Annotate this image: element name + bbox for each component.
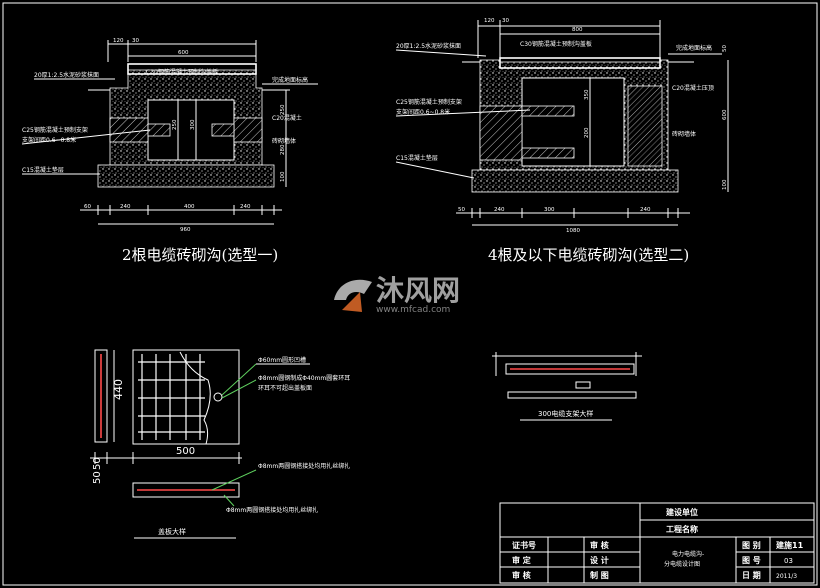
label-a-bracket: C25钢筋混凝土预制支架 <box>22 126 88 134</box>
dim-b-240-left: 240 <box>494 207 505 213</box>
cover-plate-detail: 440 Φ60mm圆形凹槽 Φ8mm圆钢制成Φ40mm圆套环耳 环耳不可超出盖板… <box>90 349 350 539</box>
dim-b-200-inner: 200 <box>584 127 590 138</box>
label-a-c15: C15混凝土垫层 <box>22 166 64 174</box>
tb-row3-a: 审 核 <box>512 570 531 580</box>
dim-a-960: 960 <box>180 227 191 233</box>
label-b-mortar: 20厚1:2.5水泥砂浆抹面 <box>396 42 461 50</box>
dim-b-1080: 1080 <box>566 228 580 234</box>
note-groove: Φ60mm圆形凹槽 <box>258 356 306 364</box>
dim-b-300-bottom: 300 <box>544 207 555 213</box>
dim-b-350-inner: 350 <box>584 89 590 100</box>
dim-a-250-inner: 250 <box>172 119 178 130</box>
label-b-brick: 砖砌墙体 <box>672 130 696 138</box>
dim-cover-50-b: 50 <box>92 471 103 484</box>
title-a: 2根电缆砖砌沟(选型一) <box>122 246 278 264</box>
dim-b-240-right: 240 <box>640 207 651 213</box>
dim-a-30: 30 <box>132 38 139 44</box>
dim-a-600: 600 <box>178 50 189 56</box>
tb-date-value: 2011/3 <box>776 573 797 580</box>
watermark-url: www.mfcad.com <box>376 305 450 315</box>
dim-b-50-right: 50 <box>722 45 728 52</box>
dim-b-50-left: 50 <box>458 207 465 213</box>
label-a-c20: C20混凝土 <box>272 114 302 122</box>
tb-drawing-name-2: 分电缆设计图 <box>664 560 700 568</box>
label-b-ground: 完成地面标高 <box>676 44 712 52</box>
note-lap-1: Φ8mm两圆钢搭接处均用扎丝绑扎 <box>258 462 350 470</box>
label-a-mortar: 20厚1:2.5水泥砂浆抹面 <box>34 71 99 79</box>
dim-b-600-right: 600 <box>722 109 728 120</box>
dim-a-280-right: 280 <box>280 144 286 155</box>
dim-b-800: 800 <box>572 27 583 33</box>
tb-sheet-value: 建施11 <box>775 540 804 550</box>
tb-number-label: 图 号 <box>742 556 761 565</box>
dim-cover-440: 440 <box>112 379 125 400</box>
mfcad-logo-icon <box>334 279 372 300</box>
dim-a-120: 120 <box>113 38 124 44</box>
label-b-bracket: C25钢筋混凝土预制支架 <box>396 98 462 106</box>
trench-section-b: 120 30 800 350 200 50 600 100 50 240 300… <box>395 18 729 264</box>
dim-b-30: 30 <box>502 18 509 24</box>
watermark-brand: 沐风网 <box>376 274 460 307</box>
dim-b-100-right: 100 <box>722 179 728 190</box>
tb-design-unit: 建设单位 <box>665 507 698 517</box>
note-ring-limit: 环耳不可超出盖板面 <box>258 384 312 392</box>
title-cover-detail: 盖板大样 <box>158 527 186 536</box>
tb-sheet-label: 图 别 <box>742 541 761 550</box>
tb-row3-b: 制 图 <box>590 570 609 580</box>
dim-cover-50-a: 50 <box>92 457 103 470</box>
tb-date-label: 日 期 <box>742 570 761 580</box>
dim-a-250-right: 250 <box>280 104 286 115</box>
trench-section-a: 120 30 600 250 300 250 280 100 <box>21 38 318 264</box>
watermark: 沐风网 www.mfcad.com <box>334 274 460 315</box>
title-b: 4根及以下电缆砖砌沟(选型二) <box>488 246 689 264</box>
label-b-c15: C15混凝土垫层 <box>396 154 438 162</box>
dim-b-120: 120 <box>484 18 495 24</box>
dim-a-100-right: 100 <box>280 171 286 182</box>
label-b-c20: C20混凝土压顶 <box>672 84 714 92</box>
title-block: 建设单位 工程名称 证书号 审 核 审 定 设 计 审 核 制 图 电力电缆沟-… <box>499 502 815 584</box>
label-b-bracket-spacing: 支架间距0.6~0.8米 <box>396 108 450 116</box>
label-b-cover-plate: C30钢筋混凝土预制沟盖板 <box>520 40 592 48</box>
note-ring: Φ8mm圆钢制成Φ40mm圆套环耳 <box>258 374 350 382</box>
label-a-brick: 砖砌墙体 <box>272 137 296 145</box>
dim-a-240-right: 240 <box>240 204 251 210</box>
dim-a-400: 400 <box>184 204 195 210</box>
tb-number-value: 03 <box>784 557 793 565</box>
label-a-ground: 完成地面标高 <box>272 76 308 84</box>
dim-cover-500: 500 <box>176 446 195 457</box>
tb-row1-a: 证书号 <box>512 540 536 550</box>
tb-row1-b: 审 核 <box>590 540 609 550</box>
dim-a-300-inner: 300 <box>190 119 196 130</box>
note-lap-2: Φ8mm两圆钢搭接处均用扎丝绑扎 <box>226 506 318 514</box>
tb-row2-a: 审 定 <box>512 555 531 565</box>
title-bracket-detail: 300电缆支架大样 <box>538 409 593 418</box>
tb-drawing-name-1: 电力电缆沟- <box>672 550 704 558</box>
dim-a-60-left: 60 <box>84 204 91 210</box>
bracket-detail: 300电缆支架大样 <box>492 352 642 421</box>
dim-a-240-left: 240 <box>120 204 131 210</box>
tb-row2-b: 设 计 <box>590 555 609 565</box>
label-a-cover-plate: C30钢筋混凝土预制沟盖板 <box>146 68 218 76</box>
label-a-bracket-spacing: 支架间距0.6~0.8米 <box>22 136 76 144</box>
tb-project-name: 工程名称 <box>666 524 698 534</box>
